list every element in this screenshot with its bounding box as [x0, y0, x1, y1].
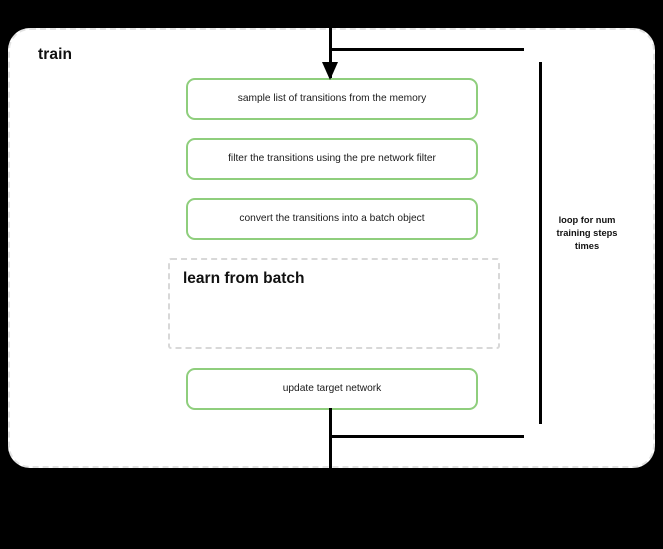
inbound-connector-line [329, 0, 332, 78]
loop-right-rail [539, 62, 542, 424]
page-title: train [38, 46, 73, 63]
outbound-connector-line [329, 408, 332, 468]
loop-corner-top-right [0, 0, 18, 18]
loop-caption: loop for num training steps times [556, 215, 618, 252]
step-sample-transitions[interactable]: sample list of transitions from the memo… [186, 78, 478, 120]
loop-bottom-segment [331, 435, 524, 438]
step-convert-to-batch-label: convert the transitions into a batch obj… [239, 212, 425, 224]
step-filter-transitions[interactable]: filter the transitions using the pre net… [186, 138, 478, 180]
learn-from-batch-group: learn from batch [168, 258, 500, 349]
step-filter-transitions-label: filter the transitions using the pre net… [228, 152, 436, 164]
learn-from-batch-group-label: learn from batch [183, 270, 305, 287]
step-update-target-network-label: update target network [282, 382, 382, 394]
arrowhead-down-icon [322, 62, 338, 80]
step-sample-transitions-label: sample list of transitions from the memo… [237, 92, 427, 104]
step-convert-to-batch[interactable]: convert the transitions into a batch obj… [186, 198, 478, 240]
step-update-target-network[interactable]: update target network [186, 368, 478, 410]
loop-top-segment [331, 48, 524, 51]
